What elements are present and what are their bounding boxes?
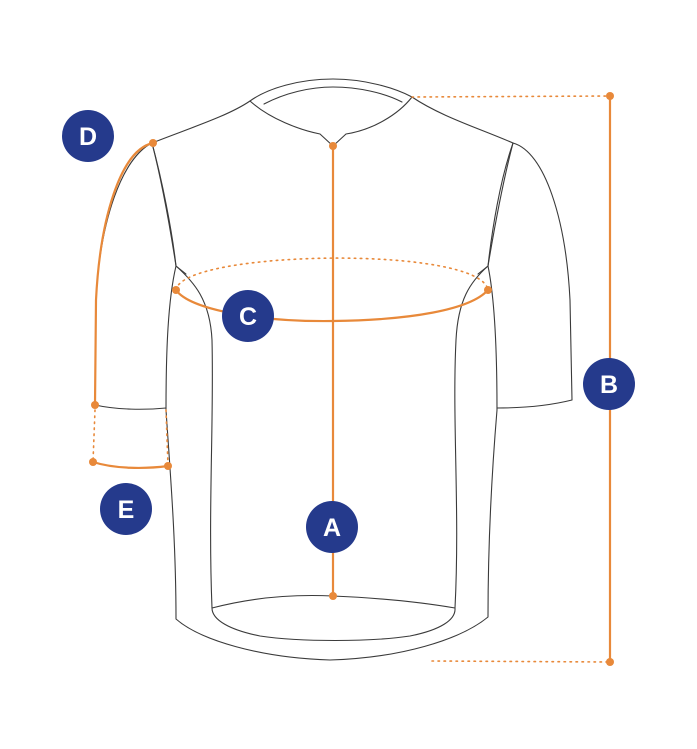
- measure-d-bottom-dot: [91, 401, 99, 409]
- measure-c-left-dot: [172, 286, 180, 294]
- measure-e-left-guide: [92, 409, 96, 463]
- badge-e-letter: E: [118, 496, 135, 524]
- measure-d-top-dot: [149, 139, 157, 147]
- badge-b: B: [583, 358, 635, 410]
- badge-d: D: [62, 110, 114, 162]
- left-side-panel-seam: [175, 265, 213, 609]
- badge-c-circle: [222, 290, 274, 342]
- right-underarm-dart: [477, 265, 489, 275]
- right-side-panel-seam: [454, 265, 489, 609]
- badge-e-circle: [100, 483, 152, 535]
- measure-e-line: [91, 460, 170, 469]
- left-sleeve-outline: [94, 142, 167, 410]
- measure-b-bottom-dot: [606, 658, 614, 666]
- measure-c-front-line: [174, 288, 490, 323]
- measure-e-right-dot: [164, 462, 172, 470]
- hem-band-lower-line: [211, 607, 456, 642]
- badge-d-letter: D: [79, 123, 97, 151]
- jersey-outline: [94, 78, 573, 661]
- badge-a-letter: A: [323, 514, 341, 542]
- measure-a-bottom-dot: [329, 592, 337, 600]
- left-armhole-seam: [151, 142, 177, 267]
- measurement-lines: [89, 92, 614, 666]
- badge-b-letter: B: [600, 371, 618, 399]
- badge-a: A: [306, 501, 358, 553]
- collar-inner-line: [263, 86, 403, 105]
- jersey-body-outline: [151, 78, 514, 661]
- measure-e-left-dot: [89, 458, 97, 466]
- measure-d-line: [93, 141, 155, 407]
- measure-c-back-dotted: [175, 257, 489, 291]
- badge-c: C: [222, 290, 274, 342]
- measure-b-bottom-guide: [431, 660, 611, 663]
- badge-c-letter: C: [239, 303, 257, 331]
- badge-b-circle: [583, 358, 635, 410]
- measure-b-top-dot: [606, 92, 614, 100]
- right-sleeve-outline: [496, 142, 573, 409]
- badge-a-circle: [306, 501, 358, 553]
- badge-e: E: [100, 483, 152, 535]
- measure-a-top-dot: [329, 142, 337, 150]
- measure-c-right-dot: [484, 286, 492, 294]
- badge-d-circle: [62, 110, 114, 162]
- measure-b-top-guide: [411, 95, 611, 98]
- right-armhole-seam: [487, 142, 514, 267]
- left-underarm-dart: [175, 265, 187, 275]
- collar-outline: [249, 96, 413, 147]
